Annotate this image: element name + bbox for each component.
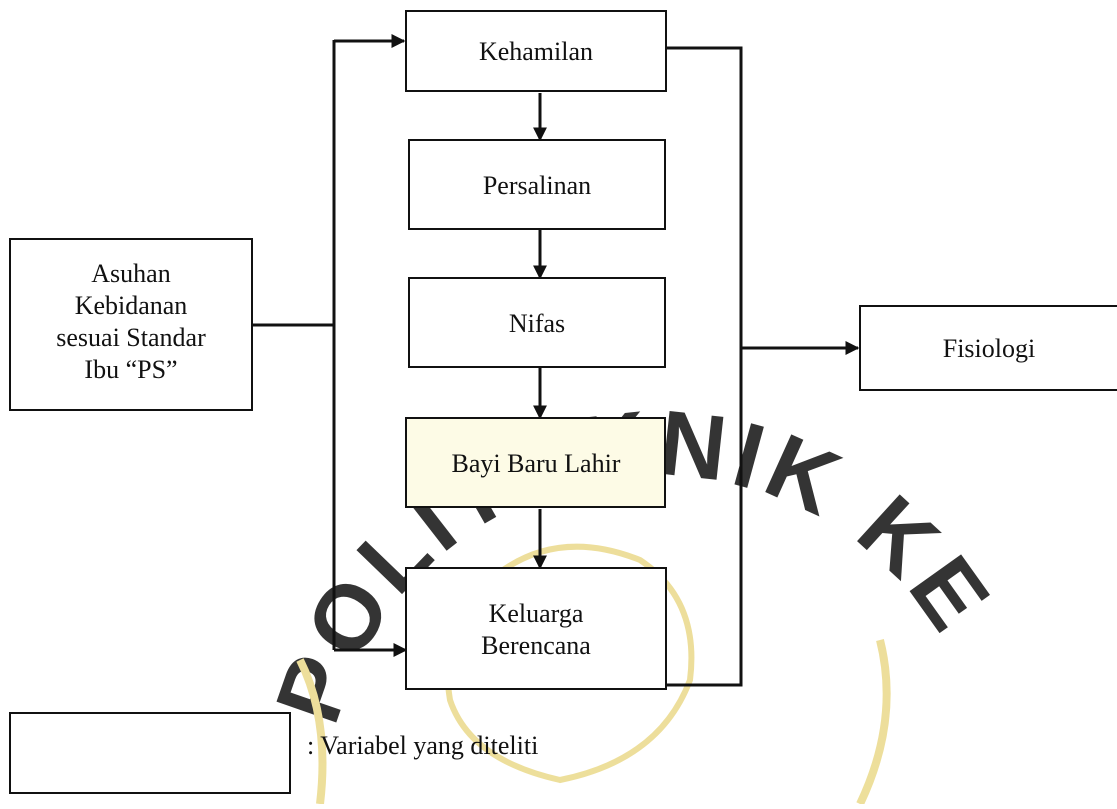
legend-swatch bbox=[9, 712, 291, 794]
node-bayi: Bayi Baru Lahir bbox=[405, 417, 666, 508]
connector-right-vertical bbox=[666, 46, 743, 657]
connector-kb-right bbox=[666, 657, 743, 687]
node-asuhan: Asuhan Kebidanan sesuai Standar Ibu “PS” bbox=[9, 238, 253, 411]
node-kb: Keluarga Berencana bbox=[405, 567, 667, 690]
node-asuhan-line2: Kebidanan bbox=[75, 291, 188, 320]
legend-label: : Variabel yang diteliti bbox=[307, 731, 538, 760]
node-asuhan-line4: Ibu “PS” bbox=[84, 355, 177, 384]
node-bayi-label: Bayi Baru Lahir bbox=[452, 449, 621, 478]
node-asuhan-line3: sesuai Standar bbox=[56, 323, 206, 352]
node-fisiologi: Fisiologi bbox=[859, 305, 1117, 391]
connectors bbox=[252, 34, 860, 687]
node-asuhan-line1: Asuhan bbox=[91, 259, 170, 288]
legend: : Variabel yang diteliti bbox=[9, 712, 538, 794]
node-nifas: Nifas bbox=[408, 277, 666, 368]
node-fisiologi-label: Fisiologi bbox=[943, 334, 1035, 363]
node-kehamilan-label: Kehamilan bbox=[479, 37, 593, 66]
node-kb-line1: Keluarga bbox=[489, 599, 584, 628]
node-persalinan: Persalinan bbox=[408, 139, 666, 230]
node-kehamilan: Kehamilan bbox=[405, 10, 667, 92]
node-nifas-label: Nifas bbox=[509, 309, 565, 338]
node-kb-line2: Berencana bbox=[481, 631, 591, 660]
node-persalinan-label: Persalinan bbox=[483, 171, 591, 200]
